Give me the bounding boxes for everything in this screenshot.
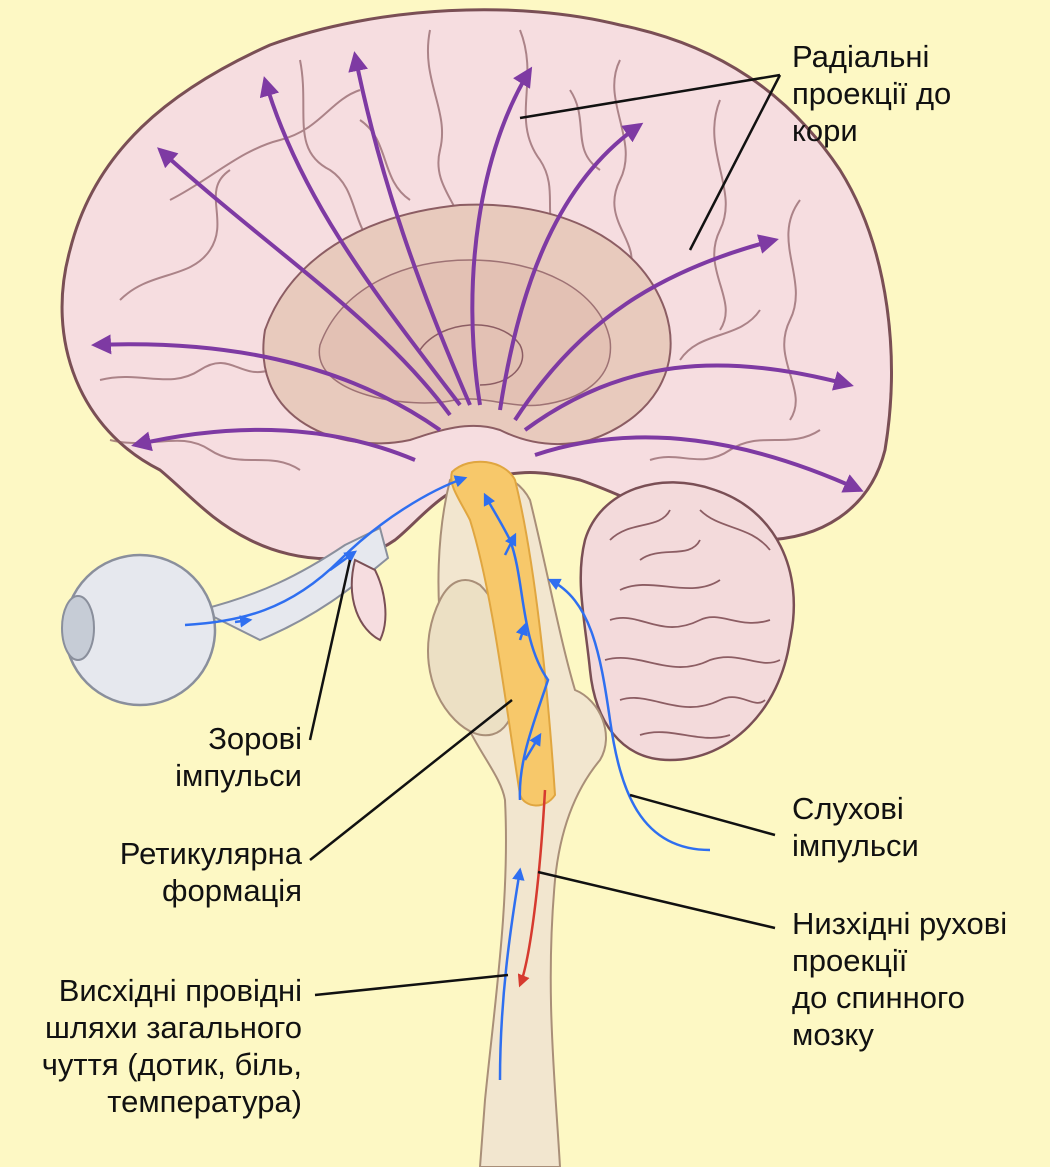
cerebellum: [581, 482, 794, 760]
label-auditory-impulses: Слухові імпульси: [792, 790, 919, 864]
eye: [62, 528, 388, 705]
label-radial-projections: Радіальні проекції до кори: [792, 38, 951, 149]
label-descending-motor: Низхідні рухові проекції до спинного моз…: [792, 905, 1007, 1053]
label-ascending-pathways: Висхідні провідні шляхи загального чуття…: [42, 972, 302, 1120]
label-reticular-formation: Ретикулярна формація: [120, 835, 302, 909]
label-visual-impulses: Зорові імпульси: [175, 720, 302, 794]
